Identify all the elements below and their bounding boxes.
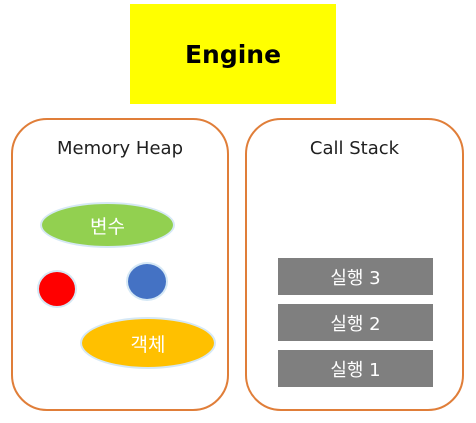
variable-ellipse: 변수 bbox=[40, 202, 175, 248]
blue-circle bbox=[126, 262, 168, 301]
object-ellipse: 객체 bbox=[80, 317, 216, 369]
engine-box: Engine bbox=[130, 4, 336, 104]
object-label: 객체 bbox=[130, 333, 166, 356]
memory-heap-title: Memory Heap bbox=[57, 138, 183, 159]
stack-frame-label: 실행 2 bbox=[330, 313, 381, 335]
engine-label: Engine bbox=[184, 39, 282, 69]
stack-frame-label: 실행 3 bbox=[330, 267, 381, 289]
call-stack-title: Call Stack bbox=[309, 138, 400, 159]
stack-frame-2: 실행 2 bbox=[278, 304, 433, 341]
call-stack-panel: Call Stack 실행 3 실행 2 실행 1 bbox=[245, 118, 464, 411]
stack-frame-3: 실행 3 bbox=[278, 258, 433, 295]
red-circle bbox=[37, 270, 77, 308]
stack-frame-label: 실행 1 bbox=[330, 359, 381, 381]
memory-heap-panel: Memory Heap 변수 객체 bbox=[11, 118, 229, 411]
stack-frame-1: 실행 1 bbox=[278, 350, 433, 387]
variable-label: 변수 bbox=[90, 215, 125, 238]
